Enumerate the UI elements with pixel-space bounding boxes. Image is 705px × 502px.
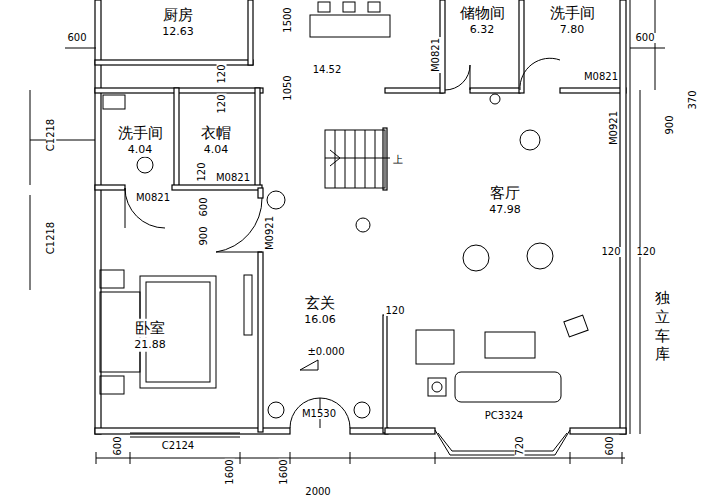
dimension-label: 600 (199, 196, 209, 217)
room-name: 卧室 (133, 319, 167, 338)
dimension-label: C2124 (161, 441, 195, 451)
room-name: 独立车库 (654, 289, 671, 364)
room-name: 厨房 (161, 6, 195, 25)
room-name: 玄关 (303, 294, 337, 313)
dimension-label: M1530 (301, 409, 337, 419)
room-label: 洗手间4.04 (117, 124, 164, 157)
room-name: 储物间 (459, 4, 506, 23)
room-label: 卧室21.88 (133, 319, 167, 352)
dimension-label: M0921 (609, 110, 619, 146)
dimension-label: 120 (635, 247, 656, 257)
dimension-label: 370 (688, 89, 698, 110)
room-area: 16.06 (303, 313, 337, 327)
room-area: 4.04 (117, 143, 164, 157)
dimension-label: M0821 (215, 173, 251, 183)
room-label: 厨房12.63 (161, 6, 195, 39)
room-area: 7.80 (549, 23, 596, 37)
dimension-label: 900 (199, 225, 209, 246)
dimension-label: 14.52 (312, 65, 343, 75)
dimension-label: 120 (384, 306, 405, 316)
room-label: 客厅47.98 (488, 184, 522, 217)
room-area: 4.04 (200, 143, 232, 157)
room-area: 12.63 (161, 25, 195, 39)
dimension-label: 120 (197, 161, 207, 182)
dimension-label: 600 (634, 33, 655, 43)
dimension-label: 2000 (304, 487, 331, 497)
dimension-label: PC3324 (484, 411, 524, 421)
dimension-label: C1218 (46, 118, 56, 152)
room-label: 储物间6.32 (459, 4, 506, 37)
room-area: 47.98 (488, 203, 522, 217)
dimension-label: 600 (605, 435, 615, 456)
room-label: 玄关16.06 (303, 294, 337, 327)
room-label: 洗手间7.80 (549, 4, 596, 37)
dimension-label: 120 (600, 247, 621, 257)
dimension-label: 600 (66, 33, 87, 43)
room-name: 洗手间 (117, 124, 164, 143)
dimension-label: 1600 (225, 458, 235, 485)
room-label: 衣帽4.04 (200, 124, 232, 157)
dimension-label: C1218 (46, 221, 56, 255)
room-area: 21.88 (133, 338, 167, 352)
room-area: 6.32 (459, 23, 506, 37)
room-name: 衣帽 (200, 124, 232, 143)
dimension-label: 1500 (283, 6, 293, 33)
room-name: 客厅 (488, 184, 522, 203)
dimension-label: 120 (217, 63, 227, 84)
dimension-label: M0821 (135, 193, 171, 203)
dimension-label: ±0.000 (306, 347, 345, 357)
room-label: 独立车库 (654, 289, 671, 364)
dimension-label: 上 (392, 155, 404, 165)
dimension-label: 1050 (283, 74, 293, 101)
dimension-label: 900 (665, 114, 675, 135)
dimension-label: 120 (217, 93, 227, 114)
room-name: 洗手间 (549, 4, 596, 23)
dimension-label: 600 (113, 435, 123, 456)
dimension-label: 1600 (279, 458, 289, 485)
dimension-label: M0821 (431, 37, 441, 73)
dimension-label: M0921 (265, 215, 275, 251)
dimension-label: 720 (515, 435, 525, 456)
dimension-label: M0821 (583, 72, 619, 82)
